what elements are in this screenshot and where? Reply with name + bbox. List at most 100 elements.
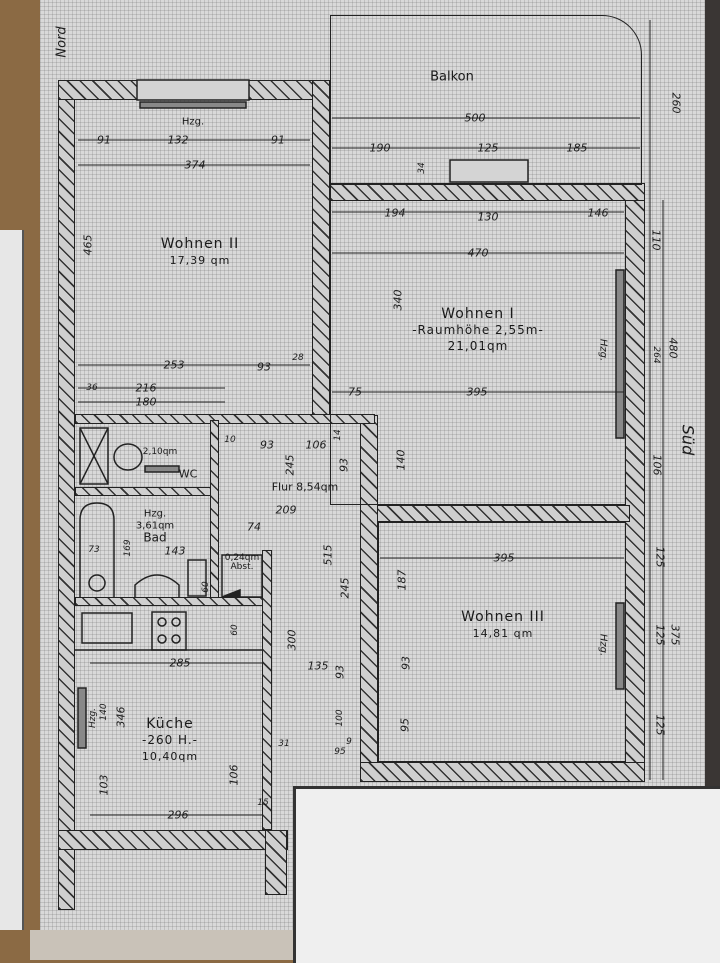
abstellraum	[221, 554, 263, 598]
dimension: 140	[394, 449, 408, 471]
dimension: 34	[417, 162, 427, 174]
dimension: 465	[81, 234, 95, 256]
room-flur-label: Flur 8,54qm	[271, 480, 339, 494]
washbasin-icon	[134, 574, 180, 597]
dimension: 74	[247, 520, 261, 534]
wall-wohnen2-wohnen1	[312, 80, 330, 415]
dimension: 296	[167, 808, 189, 822]
dimension: 93	[260, 438, 274, 452]
dimension: 15	[257, 798, 269, 808]
wall-wohnen2-bottom	[75, 414, 375, 424]
dimension: 130	[477, 210, 499, 224]
wall-kueche-right	[262, 550, 272, 830]
dimension: 31	[278, 739, 290, 749]
wall-bottom-kueche	[58, 830, 288, 850]
heater-label: Hzg.	[143, 508, 167, 520]
overlay-paper-card	[293, 786, 720, 963]
heater-label: Hzg.	[88, 707, 98, 729]
heater-label: Hzg.	[597, 633, 609, 657]
dimension: 346	[114, 706, 128, 728]
wall-bottom-wohnen3	[360, 762, 645, 782]
dimension: 185	[566, 141, 588, 155]
dimension: 245	[338, 577, 352, 599]
dimension: 194	[384, 206, 406, 220]
wall-flur-right	[360, 415, 378, 780]
dimension: 91	[97, 133, 111, 147]
room-area: 0,24qm	[224, 553, 260, 563]
dimension: 10	[224, 435, 236, 445]
washing-machine-icon	[187, 559, 207, 597]
heater-label: Hzg.	[597, 338, 609, 362]
room-wc-label: WC	[178, 467, 198, 481]
dimension: 190	[369, 141, 391, 155]
dimension: 480	[666, 337, 680, 359]
dimension: 169	[123, 539, 133, 557]
dimension: 132	[167, 133, 189, 147]
dimension: 264	[651, 346, 661, 364]
dimension: 103	[97, 774, 111, 796]
kitchen-sink-icon	[81, 612, 133, 644]
room-name: Bad	[143, 530, 167, 545]
shower-icon	[79, 427, 109, 485]
heater-label: Hzg.	[181, 116, 205, 128]
balcony-outline	[330, 15, 642, 185]
room-wohnen-3	[378, 522, 626, 762]
dimension: 106	[305, 438, 327, 452]
heater-wohnen3	[615, 602, 625, 690]
room-name: Abst.	[230, 562, 254, 572]
dimension: 95	[398, 718, 412, 732]
dimension: 180	[135, 395, 157, 409]
dimension: 340	[391, 289, 405, 311]
dimension: 36	[86, 383, 98, 393]
room-wohnen-1	[330, 200, 626, 505]
wall-balkon	[330, 183, 645, 201]
south-label: Süd	[678, 424, 698, 456]
bathtub-icon	[79, 502, 115, 597]
heater-kueche	[77, 687, 87, 749]
frame-edge	[705, 0, 720, 960]
dimension: 93	[333, 665, 347, 679]
room-area: 3,61qm	[135, 520, 175, 532]
dimension: 209	[275, 503, 297, 517]
dimension: 143	[164, 544, 186, 558]
dimension: 75	[348, 385, 362, 399]
dimension: 245	[283, 454, 297, 476]
north-label: Nord	[54, 26, 70, 58]
dimension: 146	[587, 206, 609, 220]
dimension: 93	[399, 656, 413, 670]
room-area: 17,39 qm	[169, 254, 231, 267]
dimension: 14	[333, 429, 343, 441]
dimension: 216	[135, 381, 157, 395]
wall-right	[625, 200, 645, 780]
room-wohnen2-label: Wohnen II 17,39 qm	[161, 236, 240, 268]
heater-wohnen1	[615, 269, 625, 439]
wall-outer-left	[58, 80, 75, 910]
room-balkon-label: Balkon	[430, 69, 474, 85]
room-area: 14,81 qm	[472, 627, 534, 640]
dimension: 93	[257, 360, 271, 374]
stove-icon	[151, 611, 187, 651]
dimension: 100	[335, 709, 345, 727]
dimension: 60	[201, 581, 211, 593]
dimension-lines	[78, 20, 664, 816]
dimension: 187	[395, 569, 409, 591]
dimension: 470	[467, 246, 489, 260]
wall-wohnen1-wohnen3	[375, 505, 630, 522]
room-wc-area: 2,10qm	[142, 446, 178, 457]
dimension: 125	[653, 714, 667, 736]
dimension: 285	[169, 656, 191, 670]
room-height: -Raumhöhe 2,55m-	[412, 322, 544, 337]
heater-wc	[144, 465, 180, 473]
dimension: 375	[668, 624, 682, 646]
dimension: 374	[184, 158, 206, 172]
room-name: Küche	[146, 715, 194, 732]
room-kueche-label: Küche-260 H.-10,40qm	[142, 716, 198, 764]
room-wohnen1-label: Wohnen I-Raumhöhe 2,55m-21,01qm	[412, 306, 544, 354]
room-name: Wohnen II	[160, 235, 240, 252]
window-wohnen2	[136, 79, 250, 101]
room-name: Wohnen I	[441, 305, 515, 322]
dimension: 125	[653, 624, 667, 646]
